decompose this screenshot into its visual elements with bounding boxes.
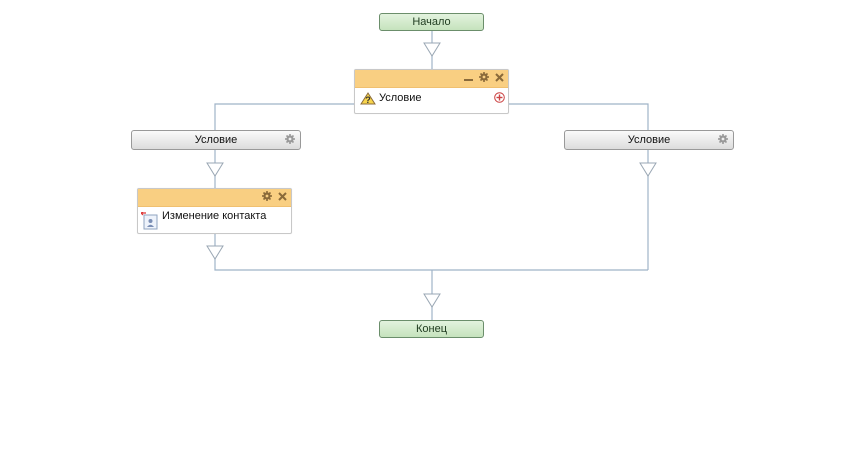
add-icon[interactable]: [494, 92, 505, 103]
branch-label: Условие: [627, 134, 671, 146]
contact-icon: [141, 212, 158, 230]
branch-label: Условие: [194, 134, 238, 146]
svg-text:?: ?: [365, 95, 371, 105]
connector-merge-left: [214, 234, 648, 271]
activity-header: [138, 189, 291, 207]
start-node[interactable]: Начало: [379, 13, 484, 31]
gear-icon[interactable]: [285, 134, 295, 144]
arrow-down-icon: [206, 245, 224, 260]
end-node[interactable]: Конец: [379, 320, 484, 338]
condition-activity[interactable]: ? Условие: [354, 69, 509, 114]
change-contact-label: Изменение контакта: [162, 210, 267, 222]
minimize-icon[interactable]: [464, 73, 473, 82]
gear-icon[interactable]: [718, 134, 728, 144]
arrow-down-icon: [423, 42, 441, 57]
activity-header: [355, 70, 508, 88]
arrow-down-icon: [423, 293, 441, 308]
connector-left-branch: [214, 103, 354, 130]
gear-icon[interactable]: [479, 72, 489, 82]
end-label: Конец: [415, 323, 448, 335]
branch-condition-right[interactable]: Условие: [564, 130, 734, 150]
branch-condition-left[interactable]: Условие: [131, 130, 301, 150]
start-label: Начало: [412, 16, 451, 28]
condition-icon: ?: [360, 92, 376, 105]
arrow-down-icon: [206, 162, 224, 177]
close-icon[interactable]: [495, 72, 504, 82]
condition-label: Условие: [379, 92, 422, 104]
arrow-down-icon: [639, 162, 657, 177]
close-icon[interactable]: [278, 191, 287, 201]
change-contact-activity[interactable]: Изменение контакта: [137, 188, 292, 234]
connector-right-branch: [509, 103, 649, 130]
gear-icon[interactable]: [262, 191, 272, 201]
